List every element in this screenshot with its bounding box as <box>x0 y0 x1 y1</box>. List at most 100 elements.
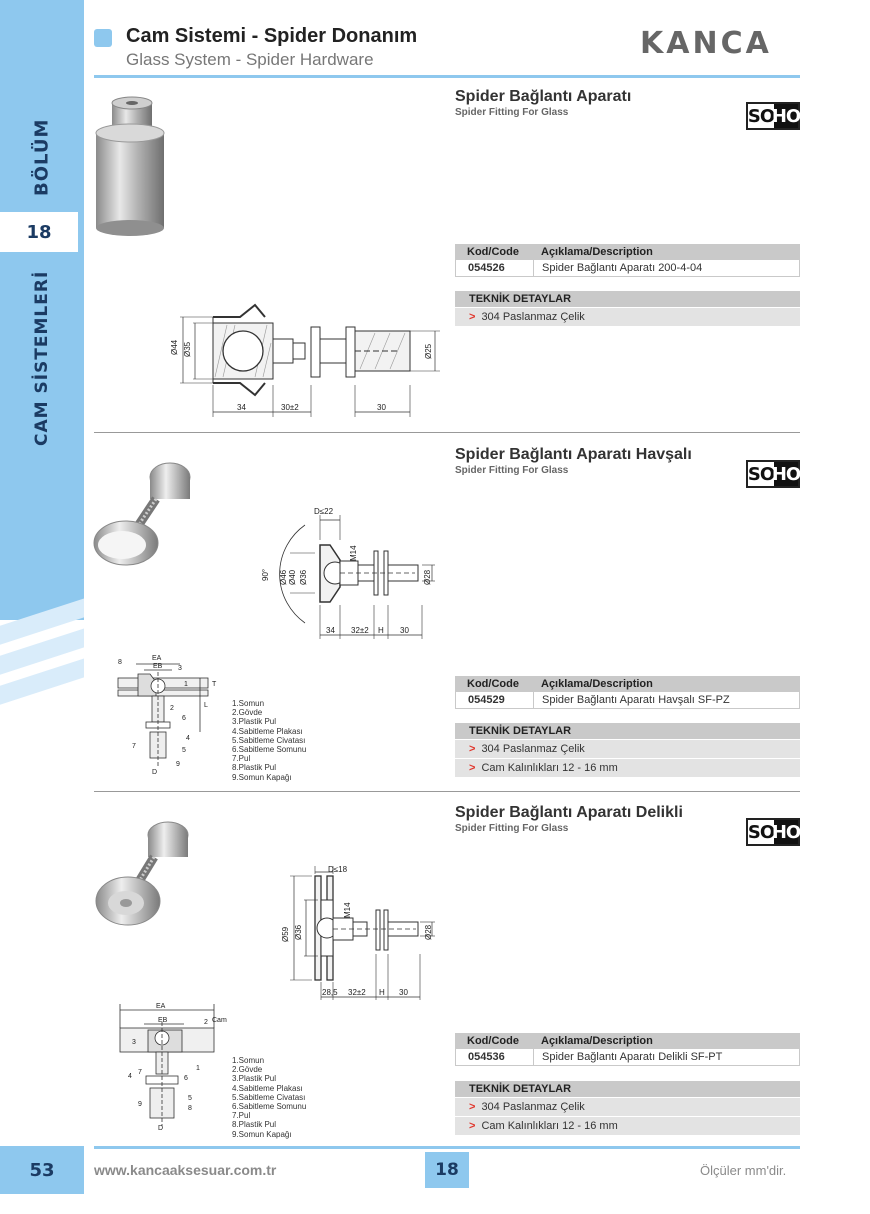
part-item: 2.Gövde <box>232 1065 263 1075</box>
num-9: 9 <box>138 1101 142 1108</box>
section-label: BÖLÜM <box>31 118 53 196</box>
product-table-2: Kod/Code Açıklama/Description 054529 Spi… <box>455 676 800 709</box>
arrow-icon: > <box>469 743 476 755</box>
num-3: 3 <box>132 1039 136 1046</box>
dim-h: H <box>378 626 384 635</box>
part-item: 3.Plastik Pul <box>232 1074 277 1084</box>
dim-30: 30 <box>377 403 386 412</box>
dim-m14: M14 <box>343 902 352 918</box>
arrow-icon: > <box>469 1120 476 1132</box>
soho-badge-3: SO HO <box>746 818 801 846</box>
assembly-drawing-3: EA EB Cam D 2 3 1 4 7 6 9 5 8 <box>119 1003 227 1132</box>
part-item: 1.Somun <box>232 1056 265 1065</box>
badge-right: HO <box>771 462 801 486</box>
footer-divider <box>94 1146 800 1149</box>
page-subtitle: Glass System - Spider Hardware <box>126 50 374 69</box>
dim-d36: Ø36 <box>299 569 308 585</box>
tech-item: >Cam Kalınlıkları 12 - 16 mm <box>455 759 800 777</box>
part-item: 7.Pul <box>232 1111 251 1121</box>
product-title-3: Spider Bağlantı Aparatı Delikli <box>455 804 683 821</box>
table-row: 054529 Spider Bağlantı Aparatı Havşalı S… <box>455 692 800 709</box>
num-7: 7 <box>132 743 136 750</box>
tech-details-1: TEKNİK DETAYLAR >304 Paslanmaz Çelik <box>455 291 800 326</box>
product-code: 054529 <box>456 692 534 708</box>
part-item: 4.Sabitleme Plakası <box>232 1083 303 1093</box>
description-header: Açıklama/Description <box>541 1035 653 1047</box>
description-header: Açıklama/Description <box>541 678 653 690</box>
tech-header: TEKNİK DETAYLAR <box>455 723 800 739</box>
num-5: 5 <box>182 747 186 754</box>
num-8: 8 <box>188 1105 192 1112</box>
dim-30: 30 <box>400 626 409 635</box>
table-row: 054526 Spider Bağlantı Aparatı 200-4-04 <box>455 260 800 277</box>
dim-32-2: 32±2 <box>348 988 366 997</box>
dim-d44: Ø44 <box>170 339 179 355</box>
num-4: 4 <box>128 1073 132 1080</box>
part-item: 5.Sabitleme Civatası <box>232 735 306 745</box>
tech-header: TEKNİK DETAYLAR <box>455 291 800 307</box>
dim-32-2: 32±2 <box>351 626 369 635</box>
dim-30: 30 <box>399 988 408 997</box>
dim-d35: Ø35 <box>183 341 192 357</box>
tech-item-text: 304 Paslanmaz Çelik <box>481 311 585 323</box>
num-4: 4 <box>186 735 190 742</box>
num-7: 7 <box>138 1069 142 1076</box>
product-subtitle-2: Spider Fitting For Glass <box>455 465 569 476</box>
part-item: 9.Somun Kapağı <box>232 1129 292 1139</box>
code-header: Kod/Code <box>467 246 519 258</box>
label-ea: EA <box>152 655 162 662</box>
table-header: Kod/Code Açıklama/Description <box>455 676 800 692</box>
dim-34: 34 <box>237 403 246 412</box>
num-1: 1 <box>184 681 188 688</box>
badge-right: HO <box>771 104 801 128</box>
technical-drawing-1: Ø44 Ø35 Ø25 34 30±2 30 <box>170 303 440 417</box>
product-description: Spider Bağlantı Aparatı Delikli SF-PT <box>542 1051 723 1063</box>
tech-item-text: Cam Kalınlıkları 12 - 16 mm <box>481 1120 618 1132</box>
product-title-1: Spider Bağlantı Aparatı <box>455 88 632 105</box>
code-header: Kod/Code <box>467 678 519 690</box>
units-note: Ölçüler mm'dir. <box>700 1163 787 1178</box>
product-subtitle-1: Spider Fitting For Glass <box>455 107 569 118</box>
product-photo-3 <box>95 821 189 926</box>
sidebar-band <box>0 0 84 620</box>
tech-details-2: TEKNİK DETAYLAR >304 Paslanmaz Çelik >Ca… <box>455 723 800 777</box>
product-code: 054526 <box>456 260 534 276</box>
dim-m14: M14 <box>349 545 358 561</box>
chapter-title: CAM SİSTEMLERİ <box>32 270 52 446</box>
part-item: 2.Gövde <box>232 708 263 718</box>
num-5: 5 <box>188 1095 192 1102</box>
chapter-number: 18 <box>0 212 84 252</box>
num-3: 3 <box>178 665 182 672</box>
footer-chapter-number: 18 <box>425 1152 469 1188</box>
label-eb: EB <box>158 1017 168 1024</box>
product-table-1: Kod/Code Açıklama/Description 054526 Spi… <box>455 244 800 277</box>
tech-item-text: 304 Paslanmaz Çelik <box>481 743 585 755</box>
product-code: 054536 <box>456 1049 534 1065</box>
dim-d46: Ø46 <box>279 569 288 585</box>
website-link[interactable]: www.kancaaksesuar.com.tr <box>94 1162 277 1178</box>
part-item: 7.Pul <box>232 754 251 764</box>
dim-d40: Ø40 <box>288 569 297 585</box>
dim-angle: 90° <box>261 569 270 581</box>
num-6: 6 <box>182 715 186 722</box>
chapter-sidebar: BÖLÜM 18 CAM SİSTEMLERİ <box>0 0 84 1214</box>
label-ea: EA <box>156 1003 166 1010</box>
soho-badge-1: SO HO <box>746 102 801 130</box>
part-item: 9.Somun Kapağı <box>232 772 292 782</box>
num-6: 6 <box>184 1075 188 1082</box>
soho-badge-2: SO HO <box>746 460 801 488</box>
part-item: 6.Sabitleme Somunu <box>232 745 307 755</box>
product-subtitle-3: Spider Fitting For Glass <box>455 823 569 834</box>
product-title-2: Spider Bağlantı Aparatı Havşalı <box>455 446 692 463</box>
part-item: 5.Sabitleme Civatası <box>232 1092 306 1102</box>
parts-legend-2: 1.Somun 2.Gövde 3.Plastik Pul 4.Sabitlem… <box>232 699 306 782</box>
table-header: Kod/Code Açıklama/Description <box>455 1033 800 1049</box>
tech-item: >304 Paslanmaz Çelik <box>455 1098 800 1116</box>
code-header: Kod/Code <box>467 1035 519 1047</box>
label-cam: Cam <box>212 1017 227 1024</box>
parts-legend-3: 1.Somun 2.Gövde 3.Plastik Pul 4.Sabitlem… <box>232 1056 306 1139</box>
label-l: L <box>204 702 208 709</box>
page-title: Cam Sistemi - Spider Donanım <box>126 25 418 47</box>
badge-left: SO <box>747 462 775 486</box>
badge-left: SO <box>747 104 775 128</box>
